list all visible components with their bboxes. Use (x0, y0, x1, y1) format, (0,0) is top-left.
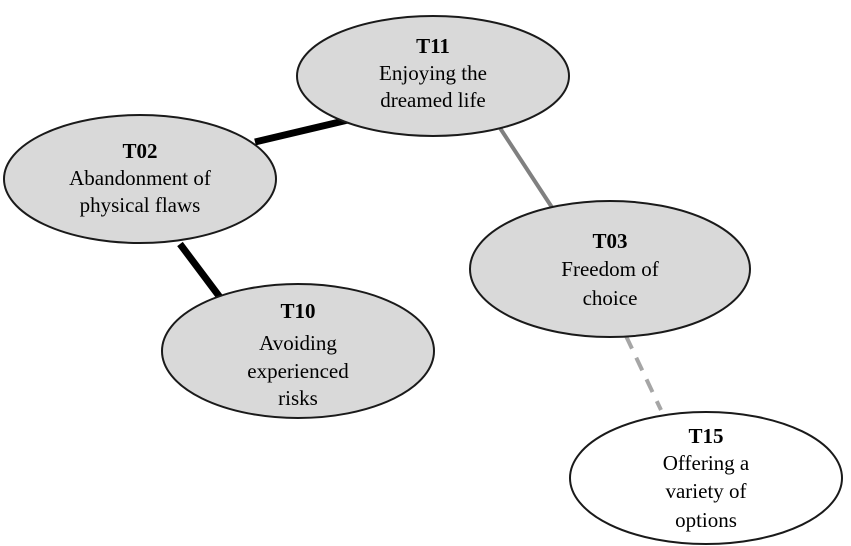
node-t02-line-2: physical flaws (80, 193, 201, 217)
node-t11: T11 Enjoying the dreamed life (296, 15, 570, 137)
node-t15-shape (569, 411, 843, 545)
node-t02: T02 Abandonment of physical flaws (3, 114, 277, 244)
node-t10: T10 Avoiding experienced risks (161, 283, 435, 419)
node-t11-line-2: dreamed life (380, 88, 486, 112)
node-t15-line-2: variety of (665, 479, 746, 503)
edge-t03-t15 (624, 335, 663, 411)
edge-t11-t03 (498, 126, 557, 214)
node-t02-shape (3, 114, 277, 244)
node-t15-line-3: options (675, 508, 737, 532)
node-t10-shape (161, 283, 435, 419)
edge-t02-t11 (254, 116, 349, 146)
node-t10-code: T10 (280, 299, 315, 323)
node-t11-code: T11 (416, 34, 450, 58)
node-t10-line-2: experienced (247, 359, 349, 383)
node-t11-line-1: Enjoying the (379, 61, 487, 85)
edge-t02-t10 (177, 241, 225, 303)
node-t15-line-1: Offering a (663, 451, 750, 475)
node-t10-line-3: risks (278, 386, 318, 410)
node-t03-code: T03 (592, 229, 627, 253)
node-t11-shape (296, 15, 570, 137)
node-t15: T15 Offering a variety of options (569, 411, 843, 545)
node-t03-line-2: choice (583, 286, 638, 310)
node-t02-code: T02 (122, 139, 157, 163)
node-t10-line-1: Avoiding (259, 331, 337, 355)
node-t03-shape (469, 200, 751, 338)
node-t03-line-1: Freedom of (561, 257, 658, 281)
node-t03: T03 Freedom of choice (469, 200, 751, 338)
node-t02-line-1: Abandonment of (69, 166, 211, 190)
node-t15-code: T15 (688, 424, 723, 448)
